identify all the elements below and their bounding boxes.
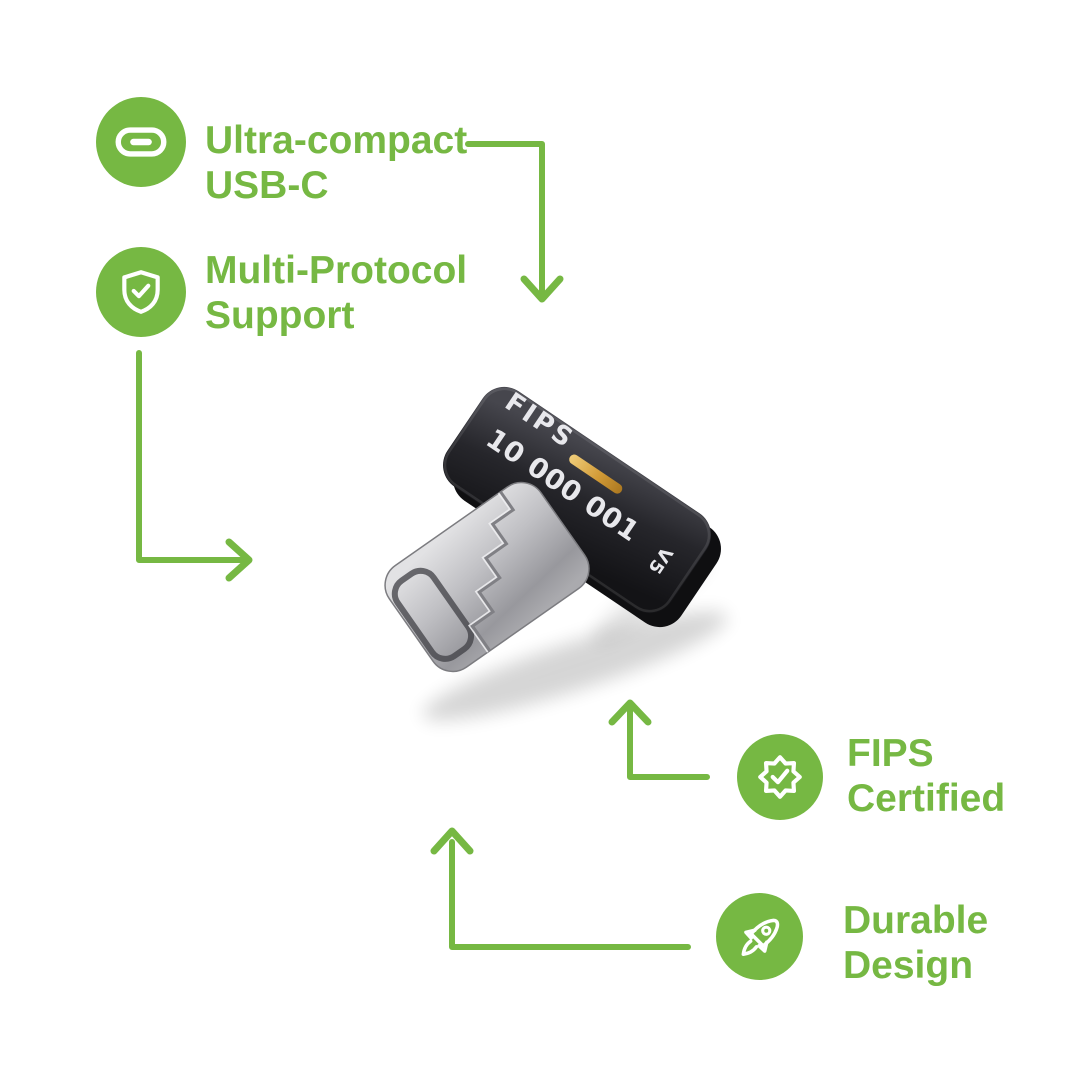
- feature-label-multi-protocol: Multi-Protocol Support: [205, 248, 467, 338]
- feature-label-line: USB-C: [205, 164, 329, 207]
- shield-check-icon: [96, 247, 186, 337]
- feature-label-ultra-compact: Ultra-compact USB-C: [205, 118, 467, 208]
- feature-label-fips-certified: FIPS Certified: [847, 731, 1005, 821]
- arrow-fips-certified: [608, 699, 710, 780]
- feature-label-line: Support: [205, 294, 355, 337]
- arrow-multi-protocol: [136, 350, 253, 582]
- feature-label-line: FIPS: [847, 732, 934, 775]
- feature-label-line: Certified: [847, 777, 1006, 820]
- feature-label-line: Multi-Protocol: [205, 249, 468, 292]
- feature-label-line: Design: [843, 944, 974, 987]
- usb-c-plug: [384, 481, 590, 673]
- plug-seam: [470, 490, 516, 652]
- certified-badge-icon: [737, 734, 823, 820]
- usb-c-icon: [96, 97, 186, 187]
- gold-contact-stripe: [569, 454, 623, 494]
- security-key-photo: FIPS 10 000 001 V5: [384, 386, 728, 721]
- rocket-icon: [716, 893, 803, 980]
- plug-opening: [391, 567, 475, 662]
- arrow-ultra-compact: [465, 141, 564, 303]
- feature-label-line: Durable: [843, 899, 989, 942]
- feature-label-durable-design: Durable Design: [843, 898, 988, 988]
- feature-label-line: Ultra-compact: [205, 119, 468, 162]
- arrow-durable-design: [430, 827, 691, 950]
